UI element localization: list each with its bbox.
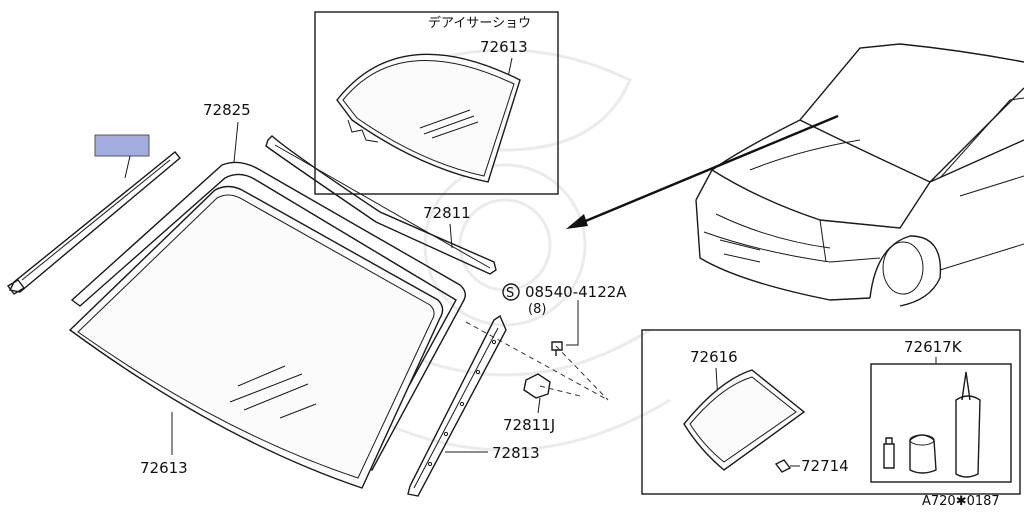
dash-line-1 [465, 321, 609, 401]
inset-bottom-kit-label: 72617K [904, 338, 963, 356]
inset-top-windshield [336, 53, 521, 183]
inset-bottom-clip-label: 72714 [801, 457, 849, 475]
kit-primer-can-top [909, 434, 935, 446]
upper-molding [265, 135, 497, 275]
side-molding-holes [427, 339, 497, 467]
windshield-glass [68, 185, 444, 489]
screw-part-label: 08540-4122A [525, 283, 627, 301]
car-illustration [695, 43, 1024, 307]
screw-symbol-circle [502, 283, 520, 301]
windshield-reflection-lines [229, 365, 317, 419]
inset-top: デアイサーショウ 72613 [314, 11, 559, 195]
inset-bottom-glass [683, 369, 806, 471]
inset-top-windshield-inner [342, 60, 515, 177]
windshield-label: 72613 [140, 459, 188, 477]
inset-bottom-glass-inner [689, 376, 797, 463]
inset-bottom-glass-label: 72616 [690, 348, 738, 366]
inset-top-frame [314, 11, 559, 195]
screw-part [551, 341, 563, 356]
inset-top-connector [347, 119, 379, 143]
inset-bottom: 72616 72617K 72714 [641, 329, 1021, 495]
inset-bottom-clip [774, 459, 792, 473]
inset-bottom-kit-frame [870, 363, 1012, 483]
inset-top-deicer-lines [419, 109, 479, 139]
screw-symbol: S [506, 286, 514, 301]
molding-outer [70, 161, 467, 471]
screw-qty-label: (8) [528, 302, 546, 317]
diagram-code: A720✱0187 [922, 494, 1000, 509]
clip-part [523, 373, 551, 399]
upper-molding-leader [449, 223, 453, 249]
kit-primer-can [909, 434, 937, 474]
upper-molding-edge [274, 144, 491, 269]
upper-molding-label: 72811 [423, 204, 471, 222]
inset-bottom-frame [641, 329, 1021, 495]
left-side-molding-edge [21, 159, 171, 281]
direction-arrow-line [575, 114, 839, 227]
side-molding-edge [413, 327, 499, 489]
left-side-molding-end [6, 279, 26, 295]
dash-line-2 [555, 345, 609, 401]
molding-label: 72825 [203, 101, 251, 119]
screw-leader [566, 300, 579, 346]
kit-sealant-tube [955, 395, 981, 478]
kit-sealant-nozzle [961, 371, 971, 401]
side-molding [407, 314, 507, 497]
dash-line-3 [539, 385, 581, 397]
molding-leader [233, 121, 239, 163]
highlight-leader [124, 155, 131, 179]
windshield-inner-edge [77, 194, 435, 479]
direction-arrow-head [566, 214, 588, 229]
highlight-box[interactable] [94, 134, 150, 157]
side-molding-label: 72813 [492, 444, 540, 462]
clip-leader [537, 397, 541, 414]
inset-top-caption: デアイサーショウ [428, 15, 531, 31]
kit-small-bottle [883, 437, 895, 469]
inset-top-part-label: 72613 [480, 38, 528, 56]
clip-label: 72811J [503, 416, 555, 434]
